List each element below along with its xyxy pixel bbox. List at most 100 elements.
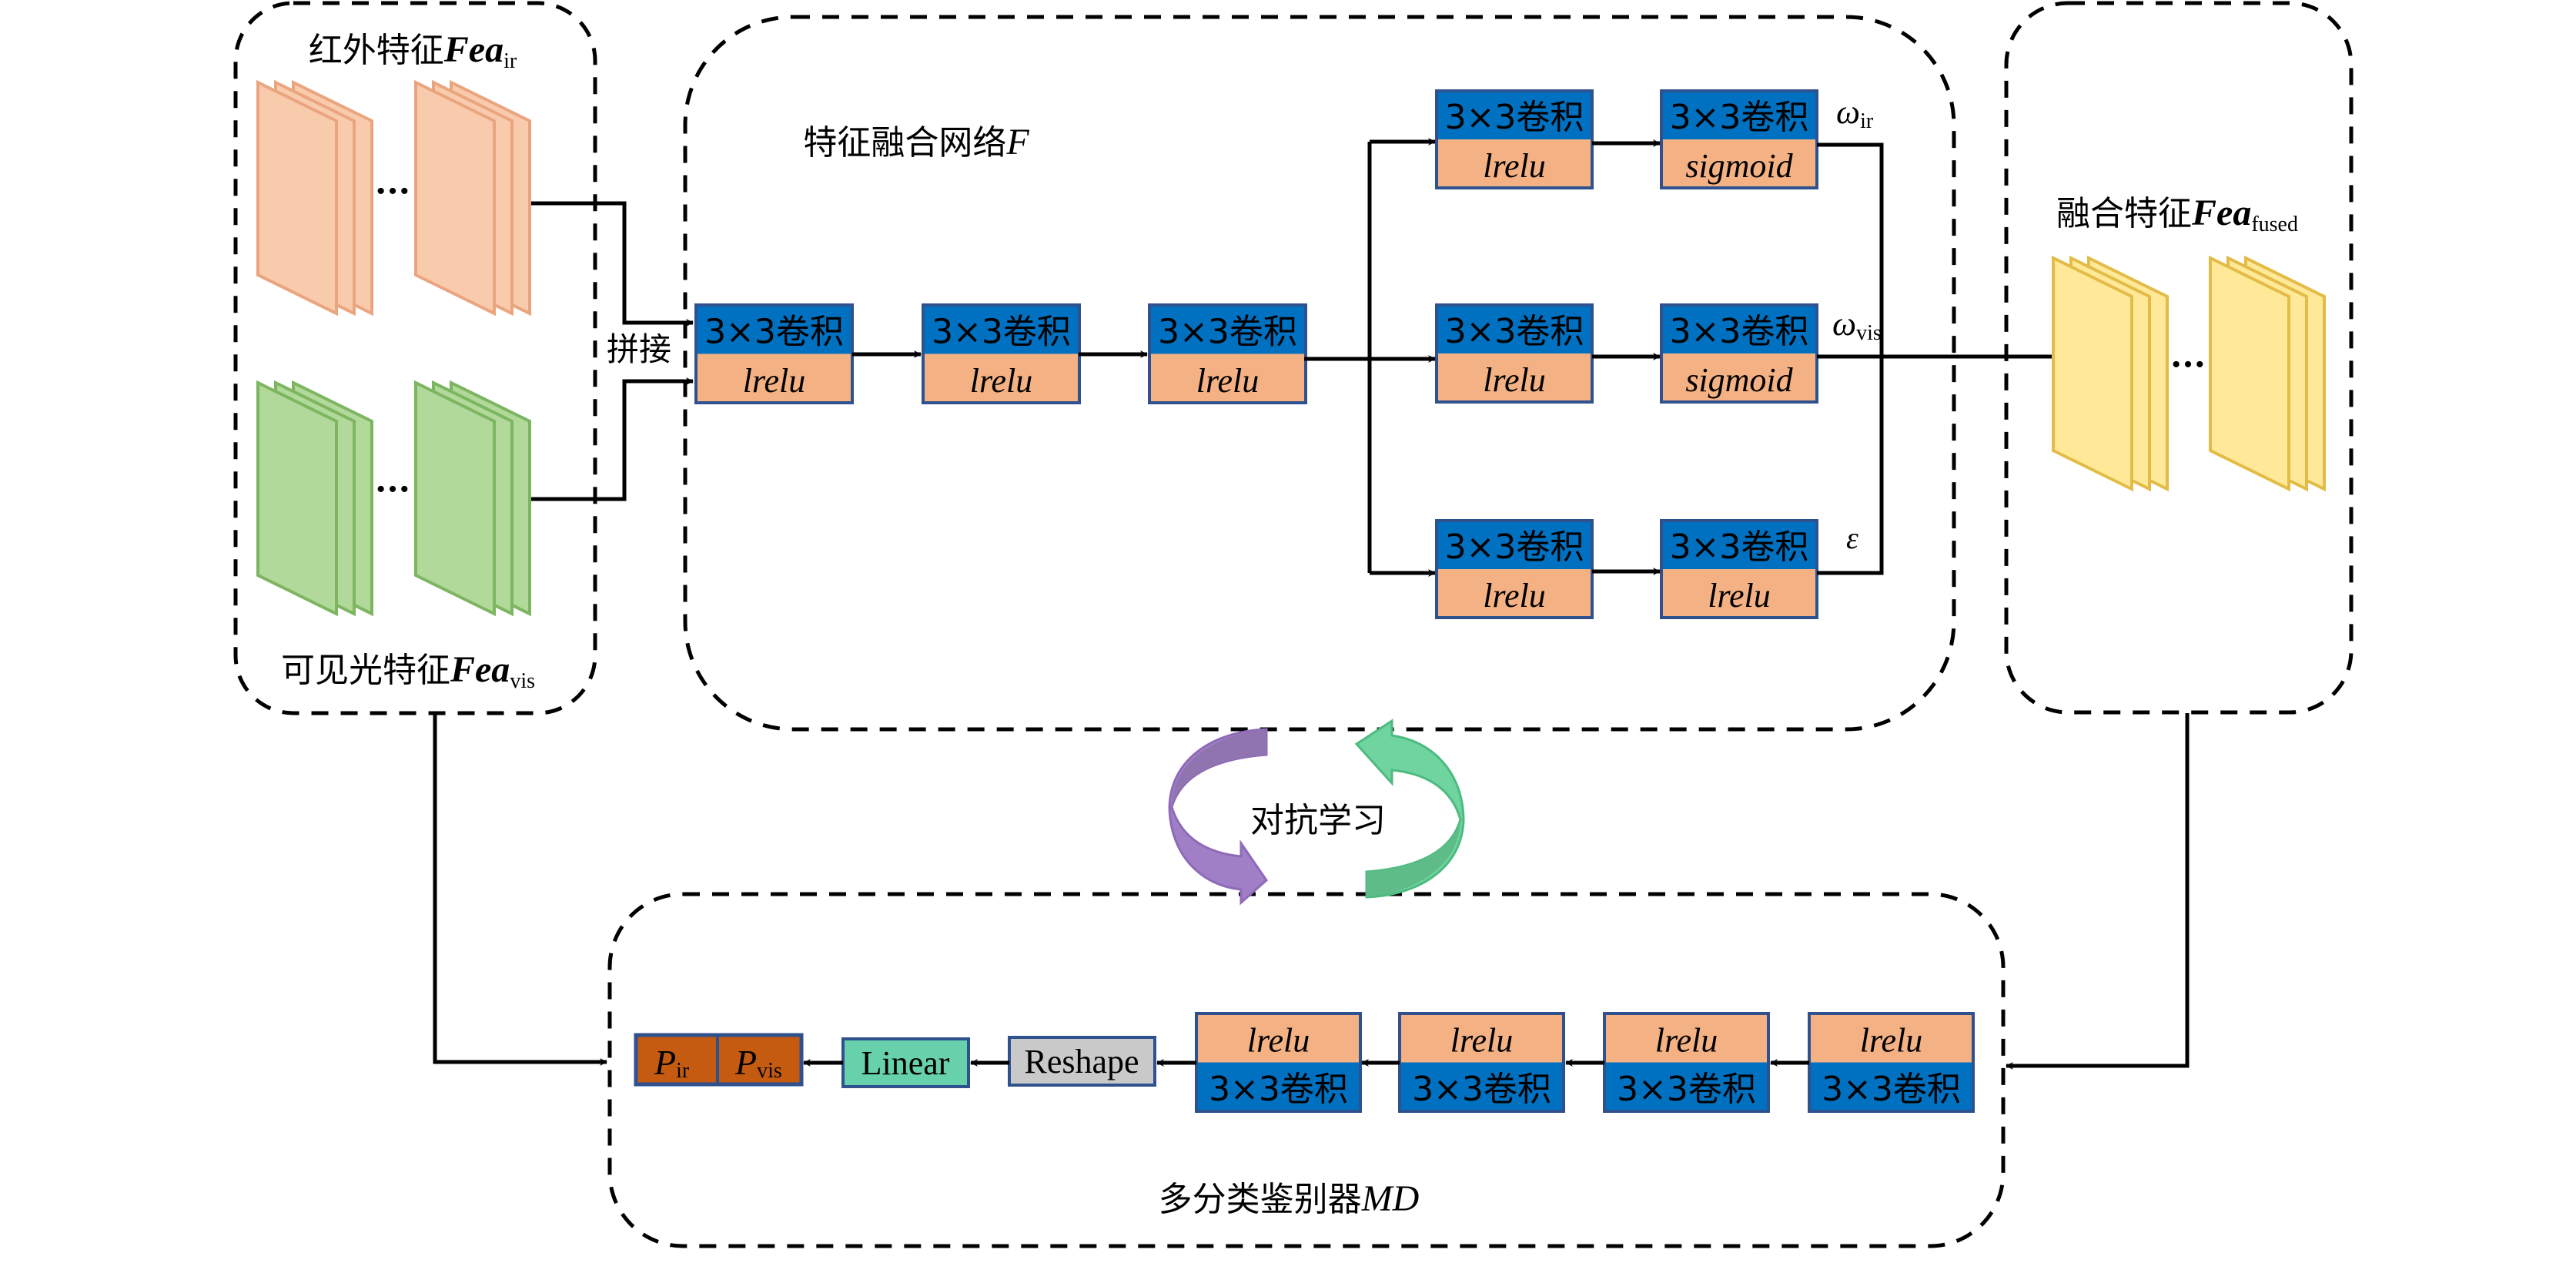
activation-label: lrelu bbox=[743, 362, 805, 400]
conv-label: 3×3卷积 bbox=[1445, 528, 1584, 567]
vis-to-concat-line bbox=[531, 377, 694, 501]
conv-layer bbox=[1400, 1062, 1564, 1111]
input-features-panel bbox=[233, 1, 597, 715]
fusion-network-title: 特征融合网络F bbox=[803, 122, 1029, 162]
conv-layer bbox=[1149, 305, 1306, 354]
activation-label: lrelu bbox=[1483, 577, 1545, 615]
epsilon-label: ε bbox=[1846, 521, 1858, 555]
ir-to-concat-line bbox=[531, 201, 694, 327]
ir-feature-maps bbox=[256, 79, 531, 317]
feature-sheet bbox=[2209, 255, 2290, 492]
conv-layer bbox=[1437, 521, 1592, 569]
conv-layer bbox=[1661, 521, 1817, 569]
activation-label: lrelu bbox=[1708, 577, 1770, 615]
vis-stack-last bbox=[414, 380, 531, 617]
fused-to-discriminator-line bbox=[2006, 713, 2190, 1070]
adversarial-learning-label: 对抗学习 bbox=[1250, 801, 1386, 840]
fused-feature-title: 融合特征Feafused bbox=[2056, 193, 2298, 236]
activation-layer bbox=[1661, 139, 1817, 188]
ir-stack-first bbox=[256, 79, 373, 317]
merge-ir-line bbox=[1817, 142, 1884, 575]
fused-ellipsis: ··· bbox=[2170, 345, 2206, 384]
conv-layer bbox=[1196, 1062, 1360, 1111]
discriminator-block-1: lrelu 3×3卷积 bbox=[1195, 1012, 1362, 1113]
conv-layer bbox=[696, 305, 852, 354]
activation-layer bbox=[1196, 1013, 1360, 1063]
activation-layer bbox=[1661, 353, 1817, 402]
block-border bbox=[1435, 89, 1594, 189]
omega-ir-label: ωir bbox=[1836, 93, 1874, 133]
conv-label: 3×3卷积 bbox=[1445, 312, 1584, 351]
activation-label: sigmoid bbox=[1685, 147, 1793, 185]
fusion-blocks: 3×3卷积 lrelu 3×3卷积 lrelu 3×3卷积 lrelu 3×3卷积 lrelu… bbox=[694, 89, 1818, 619]
ir-stack-last bbox=[414, 79, 531, 317]
ir-ellipsis: ··· bbox=[375, 172, 410, 211]
reshape-label: Reshape bbox=[1024, 1043, 1139, 1080]
activation-label: lrelu bbox=[1860, 1022, 1922, 1060]
conv-label: 3×3卷积 bbox=[1617, 1070, 1756, 1109]
p-vis-label: Pvis bbox=[734, 1043, 782, 1083]
discriminator-block-3: lrelu 3×3卷积 bbox=[1603, 1012, 1770, 1113]
activation-label: lrelu bbox=[970, 362, 1032, 400]
activation-layer bbox=[1149, 353, 1306, 403]
activation-layer bbox=[1604, 1013, 1768, 1063]
fusion-branch-3-block-1: 3×3卷积 lrelu bbox=[1435, 519, 1594, 619]
activation-label: sigmoid bbox=[1685, 361, 1793, 399]
fusion-main-block-2: 3×3卷积 lrelu bbox=[922, 303, 1081, 404]
fusion-branch-1-block-2: 3×3卷积 sigmoid bbox=[1660, 89, 1818, 189]
concat-label: 拼接 bbox=[607, 330, 671, 368]
activation-layer bbox=[696, 353, 852, 403]
discriminator-title: 多分类鉴别器MD bbox=[1159, 1178, 1420, 1219]
conv-layer bbox=[1661, 305, 1817, 353]
activation-layer bbox=[1400, 1013, 1564, 1063]
activation-layer bbox=[1437, 353, 1592, 402]
activation-label: lrelu bbox=[1450, 1022, 1513, 1060]
conv-label: 3×3卷积 bbox=[1822, 1070, 1961, 1109]
vis-stack-first bbox=[256, 380, 373, 617]
conv-label: 3×3卷积 bbox=[1670, 98, 1809, 137]
block-border bbox=[1435, 303, 1594, 404]
discriminator-panel bbox=[607, 892, 2006, 1248]
fusion-main-block-1: 3×3卷积 lrelu bbox=[694, 303, 854, 404]
conv-layer bbox=[1437, 305, 1592, 353]
activation-label: lrelu bbox=[1247, 1022, 1310, 1060]
activation-label: lrelu bbox=[1483, 361, 1545, 399]
conv-label: 3×3卷积 bbox=[704, 313, 844, 352]
conv-label: 3×3卷积 bbox=[932, 313, 1071, 352]
fused-stack-last bbox=[2209, 255, 2326, 492]
conv-label: 3×3卷积 bbox=[1158, 313, 1297, 352]
fusion-branch-2-block-2: 3×3卷积 sigmoid bbox=[1660, 303, 1818, 404]
adversarial-purple-arrow bbox=[1168, 728, 1268, 906]
block-border bbox=[1148, 303, 1307, 404]
conv-layer bbox=[1661, 91, 1817, 139]
feature-sheet bbox=[414, 79, 496, 317]
conv-layer bbox=[1437, 91, 1592, 139]
conv-layer bbox=[1604, 1062, 1768, 1111]
conv-label: 3×3卷积 bbox=[1670, 312, 1809, 351]
vis-feature-maps bbox=[256, 380, 531, 617]
conv-label: 3×3卷积 bbox=[1670, 528, 1809, 567]
conv-label: 3×3卷积 bbox=[1209, 1070, 1348, 1109]
discriminator-block-4: lrelu 3×3卷积 bbox=[1808, 1012, 1975, 1113]
vis-feature-title: 可见光特征Feavis bbox=[281, 649, 535, 693]
feature-sheet bbox=[2052, 255, 2133, 492]
block-border bbox=[1660, 519, 1818, 619]
fusion-branch-3-block-2: 3×3卷积 lrelu bbox=[1660, 519, 1818, 619]
activation-layer bbox=[923, 353, 1079, 403]
block-border bbox=[1660, 89, 1818, 189]
activation-layer bbox=[1809, 1013, 1973, 1063]
activation-label: lrelu bbox=[1655, 1022, 1718, 1060]
activation-layer bbox=[1661, 569, 1817, 618]
feature-sheet bbox=[256, 79, 338, 317]
conv-layer bbox=[1809, 1062, 1973, 1111]
block-border bbox=[1660, 303, 1818, 404]
inputs-to-discriminator-line bbox=[433, 713, 607, 1066]
feature-sheet bbox=[256, 380, 338, 617]
conv-layer bbox=[923, 305, 1079, 354]
omega-vis-label: ωvis bbox=[1832, 305, 1882, 345]
